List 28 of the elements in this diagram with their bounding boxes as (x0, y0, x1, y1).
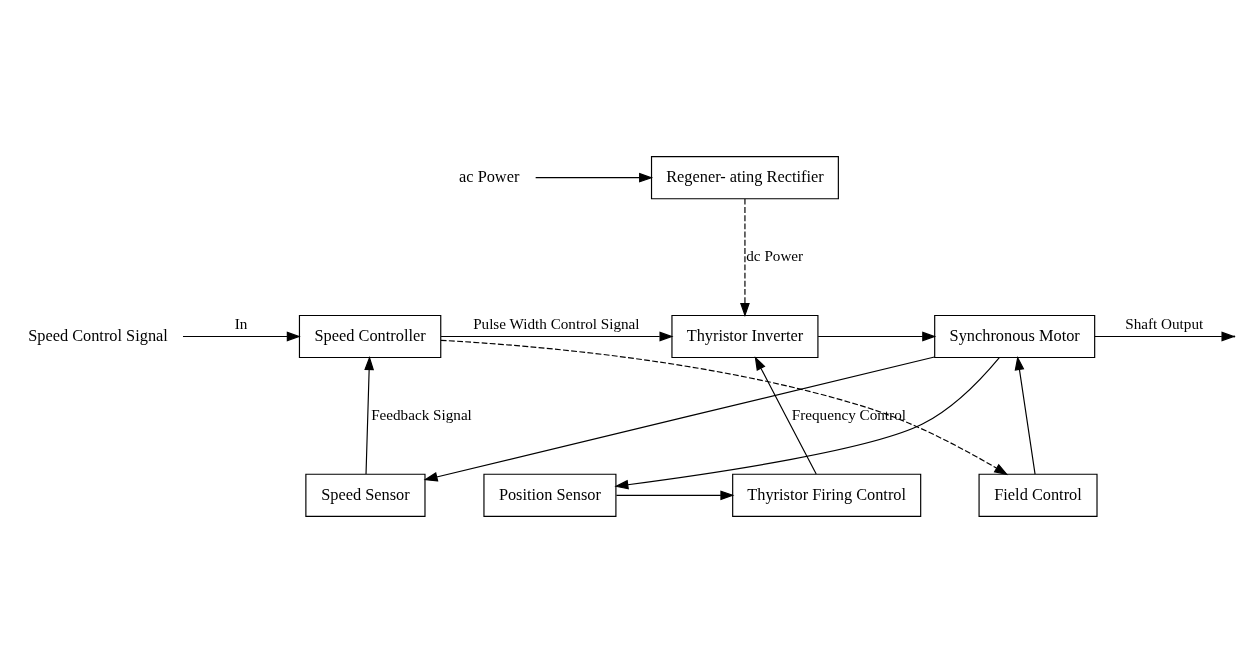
edge-label: In (234, 314, 248, 332)
arrow (440, 331, 674, 341)
edge-label: Shaft Output (1125, 314, 1204, 332)
arrow (535, 172, 654, 183)
arrow (182, 331, 301, 341)
arrow (614, 356, 1000, 489)
node-box: Position Sensor (483, 473, 617, 517)
arrow (754, 355, 817, 475)
node-box: Synchronous Motor (934, 314, 1096, 358)
node-box: Regener- ating Rectifier (650, 155, 839, 199)
node-box: Field Control (978, 473, 1098, 517)
edge-label: Frequency Control (791, 405, 906, 423)
node-text: ac Power (459, 166, 520, 186)
edge-label: dc Power (746, 246, 804, 264)
arrow (423, 355, 935, 482)
node-box: Thyristor Inverter (671, 314, 819, 358)
node-box: Speed Sensor (305, 473, 426, 517)
arrow (1014, 355, 1036, 475)
arrow (440, 339, 1009, 475)
node-box: Speed Controller (298, 314, 442, 358)
arrow (740, 197, 750, 317)
arrow (615, 489, 735, 500)
node-text: Speed Control Signal (28, 325, 168, 345)
node-box: Thyristor Firing Control (732, 473, 922, 517)
arrow (364, 355, 375, 475)
arrow (817, 331, 937, 341)
edge-label: Feedback Signal (371, 405, 472, 423)
edge-label: Pulse Width Control Signal (473, 314, 640, 332)
